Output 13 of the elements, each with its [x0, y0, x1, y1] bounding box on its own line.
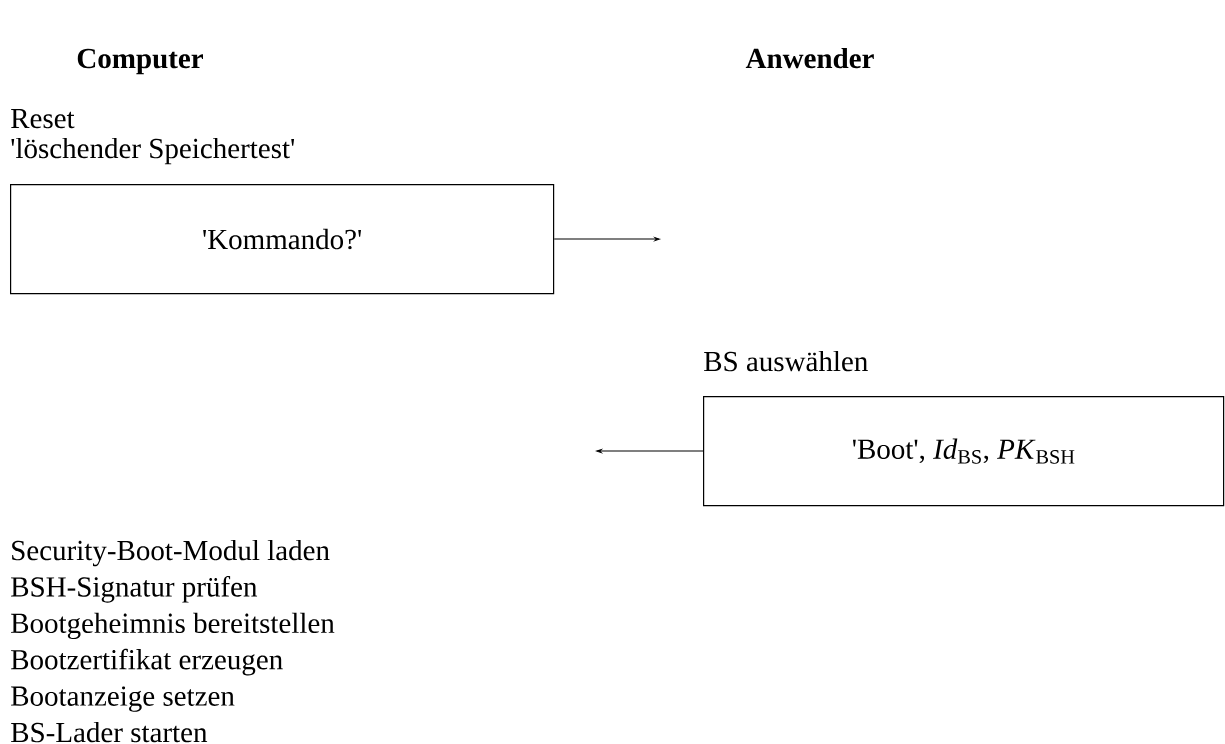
message-box: 'Boot', Id$_{BS}$, PK$_{BSH}$	[703, 396, 1225, 507]
step-text: Security-Boot-Modul laden	[12, 539, 330, 567]
step-text: Bootgeheimnis bereitstellen	[11, 612, 335, 640]
arrow	[596, 449, 704, 454]
step-text: Reset	[11, 109, 75, 129]
column-heading: Anwender	[745, 47, 874, 69]
step-text: BS-Lader starten	[11, 721, 208, 743]
column-heading: Computer	[77, 48, 203, 75]
step-text: Bootzertifikat erzeugen	[11, 648, 283, 676]
message-box: 'Kommando?'	[10, 184, 555, 295]
step-text: Bootanzeige setzen	[11, 686, 235, 712]
arrow	[553, 237, 661, 241]
step-text: BSH-Signatur prüfen	[11, 576, 258, 603]
